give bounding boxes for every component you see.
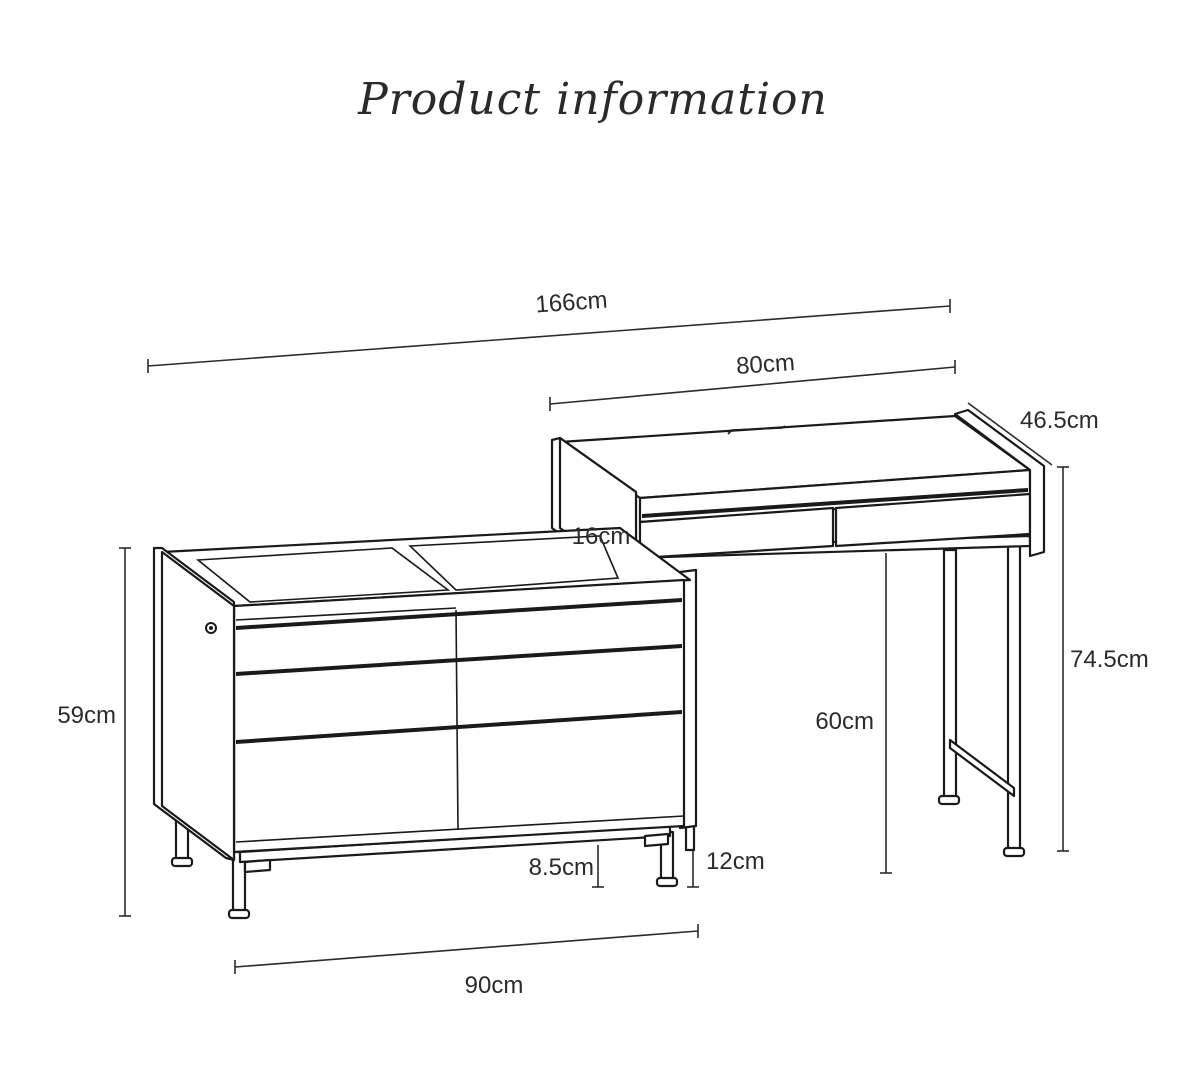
cabinet-base-block-right bbox=[643, 832, 670, 848]
desk-foot-back bbox=[937, 794, 961, 806]
cabinet-unit bbox=[152, 526, 698, 920]
desk-leg-front bbox=[1006, 544, 1022, 854]
cabinet-top-panel-right bbox=[408, 535, 620, 591]
label-desk-depth: 46.5cm bbox=[1020, 407, 1099, 434]
cabinet-drawer-bottom bbox=[235, 815, 685, 843]
label-cabinet-width: 90cm bbox=[465, 972, 524, 999]
desk-drawer-handle bbox=[642, 488, 1028, 518]
label-desk-height: 74.5cm bbox=[1070, 646, 1149, 673]
dimension-labels: 166cm 80cm 46.5cm 16cm 59cm 60cm 74.5cm … bbox=[57, 287, 1148, 999]
cabinet-top-panel-left bbox=[195, 547, 451, 603]
label-overall-width: 166cm bbox=[535, 287, 609, 319]
desk-stretcher bbox=[948, 738, 1016, 798]
cabinet-drawer-line-3 bbox=[236, 710, 682, 744]
label-desk-width: 80cm bbox=[735, 349, 795, 380]
page-title: Product information bbox=[358, 74, 828, 125]
dimension-lines bbox=[119, 299, 1069, 974]
cabinet-foot-front-left bbox=[227, 908, 251, 920]
label-desk-leg-height: 60cm bbox=[815, 708, 874, 735]
label-cabinet-height: 59cm bbox=[57, 702, 116, 729]
label-panel-height: 16cm bbox=[572, 523, 631, 550]
desk-top-notch bbox=[727, 425, 786, 435]
label-cabinet-leg-height: 8.5cm bbox=[529, 854, 594, 881]
cabinet-base-block-left bbox=[243, 858, 272, 874]
label-side-leg-height: 12cm bbox=[706, 848, 765, 875]
cabinet-foot-front-right bbox=[655, 876, 679, 888]
cabinet-drawer-top-left bbox=[235, 607, 457, 621]
cabinet-drawer-divider bbox=[455, 609, 459, 831]
cabinet-left-panel-face bbox=[160, 550, 236, 862]
desk-side-panel bbox=[953, 408, 1046, 558]
cabinet-drawer-line-2 bbox=[236, 644, 682, 676]
cabinet-drawer-line-1 bbox=[236, 598, 682, 630]
desk-foot-front bbox=[1002, 846, 1026, 858]
desk-unit bbox=[550, 408, 1046, 858]
cabinet-foot-back-left bbox=[170, 856, 194, 868]
desk-leg-back bbox=[942, 548, 958, 802]
